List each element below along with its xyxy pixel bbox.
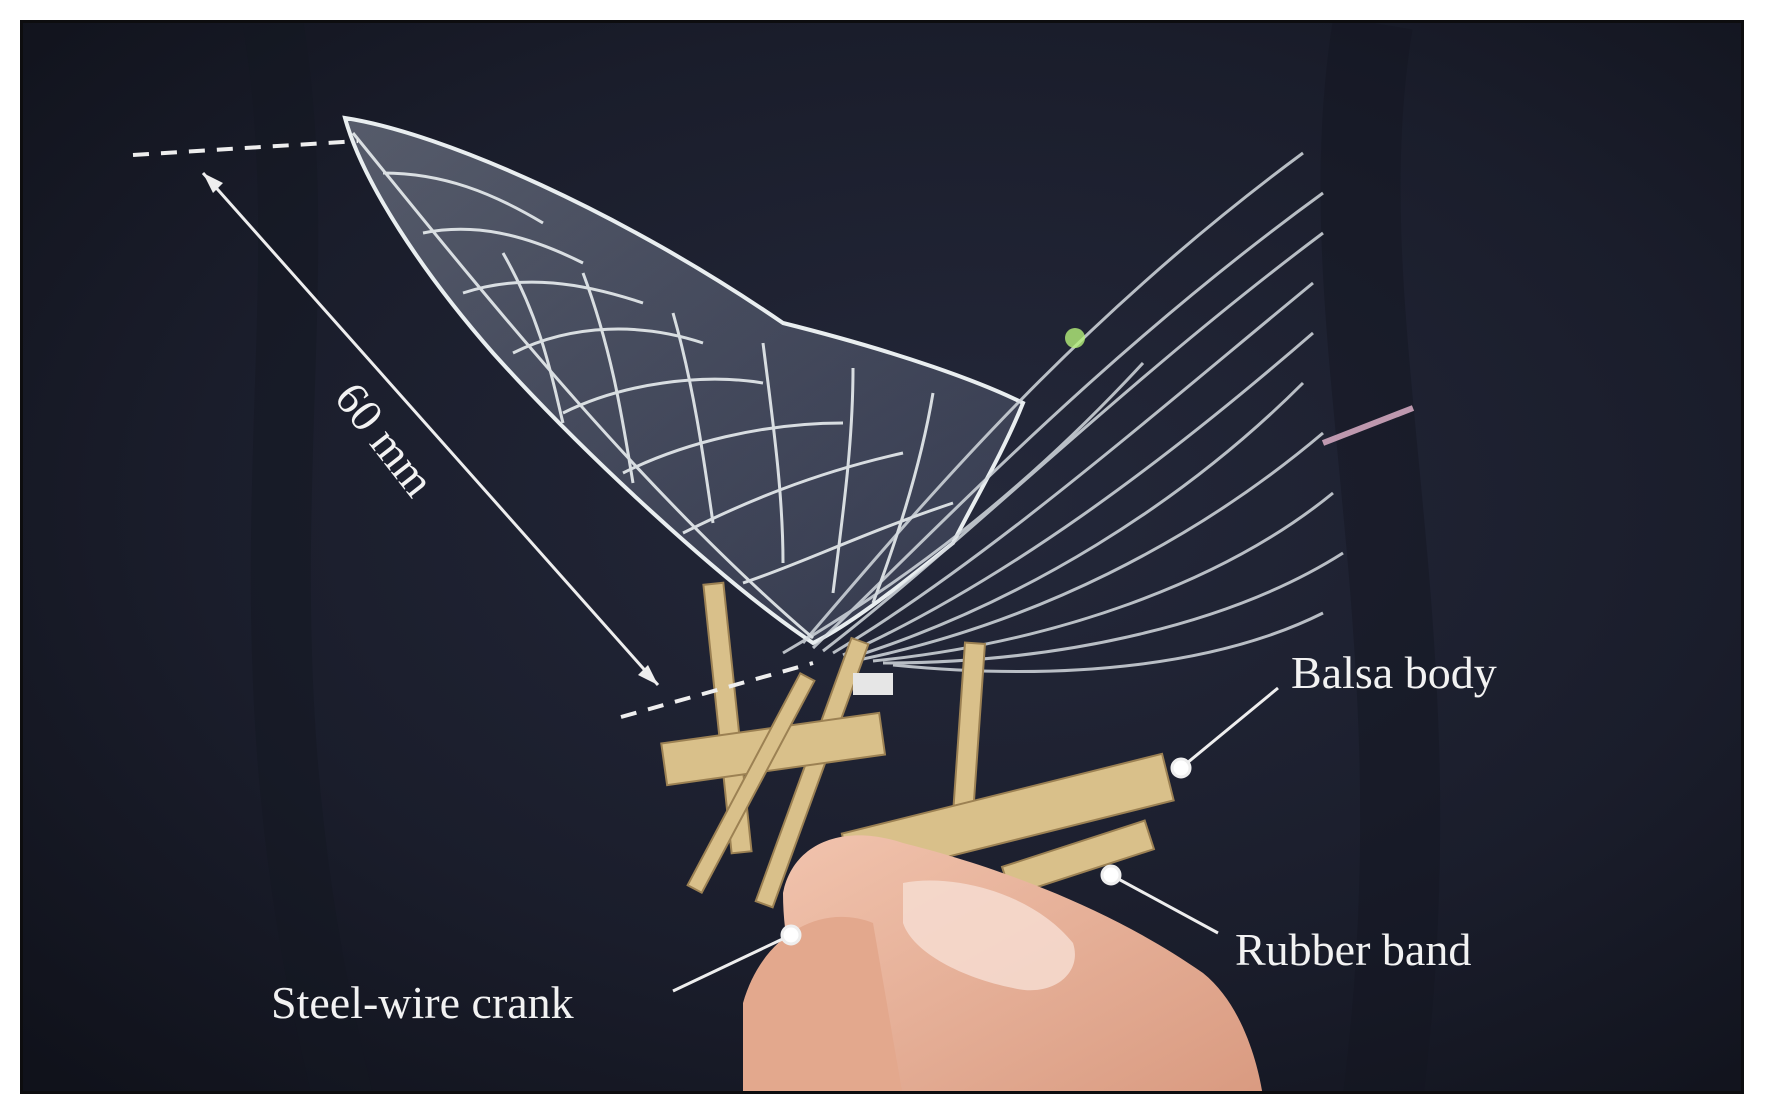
wing-tip-highlight [1321,405,1415,446]
balsa-body-label: Balsa body [1291,647,1497,698]
wing-mount-block [853,673,893,695]
wing-reflection [1065,328,1085,348]
fabric-fold [243,23,373,1091]
fabric-fold [1320,23,1441,1091]
photo-scene: 60 mm Balsa body Rubber band Steel-wire … [23,23,1741,1091]
callout-leaders [672,686,1279,993]
rubber-band-label: Rubber band [1235,924,1471,975]
left-wing [342,115,1026,646]
right-wing [782,151,1344,673]
photo-frame: 60 mm Balsa body Rubber band Steel-wire … [20,20,1744,1094]
dimension-indicator [132,139,814,719]
hand [743,835,1263,1091]
steel-wire-crank-label: Steel-wire crank [271,977,574,1028]
balsa-frame [660,581,1175,909]
